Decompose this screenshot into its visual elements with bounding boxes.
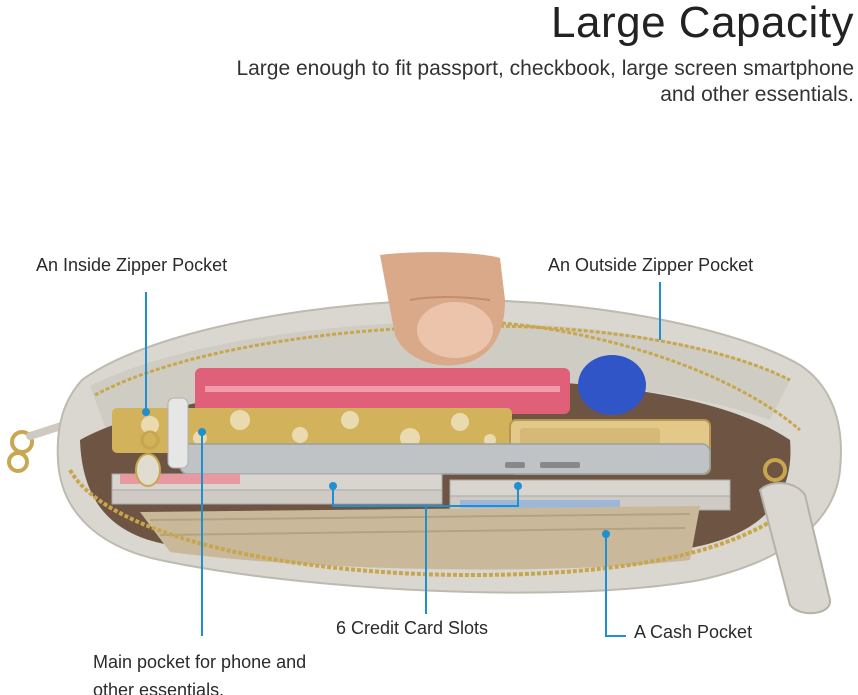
callout-outside-zipper-pocket: An Outside Zipper Pocket <box>548 255 754 275</box>
bag-back-panel <box>90 321 790 440</box>
finger <box>380 252 505 366</box>
silver-smartphone <box>179 443 711 475</box>
callout-main-pocket: Main pocket for phone and other essentia… <box>93 652 307 695</box>
page-subtitle: Large enough to fit passport, checkbook,… <box>236 57 854 106</box>
callout-cash-pocket: A Cash Pocket <box>634 622 753 642</box>
zipper-pull-right <box>758 458 831 615</box>
callout-inside-zipper-pocket: An Inside Zipper Pocket <box>36 255 228 275</box>
blue-item <box>578 355 646 415</box>
zipper-pull-left <box>135 397 189 487</box>
callout-lines <box>142 282 661 637</box>
cash-bills <box>140 506 700 570</box>
callout-credit-card-slots: 6 Credit Card Slots <box>336 618 489 638</box>
page-title: Large Capacity <box>551 0 854 47</box>
